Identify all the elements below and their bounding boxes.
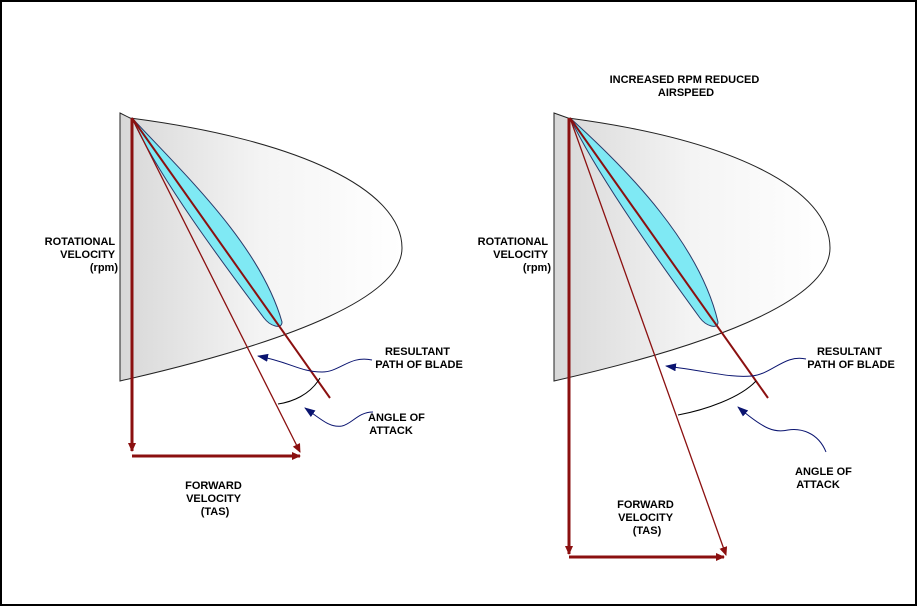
left-forward-label: FORWARD VELOCITY (TAS) xyxy=(185,480,245,518)
right-rotational-label: ROTATIONAL VELOCITY (rpm) xyxy=(478,236,552,274)
left-angle-of-attack-arc xyxy=(277,377,321,405)
left-resultant-pointer xyxy=(257,353,373,373)
right-blade-chord-line xyxy=(569,117,769,399)
right-aoa-pointer xyxy=(737,406,827,453)
left-aoa-pointer xyxy=(304,407,374,427)
left-blade-chord-line xyxy=(131,117,331,399)
right-angle-of-attack-arc xyxy=(677,380,757,416)
right-forward-label: FORWARD VELOCITY (TAS) xyxy=(617,499,677,537)
right-resultant-label: RESULTANT PATH OF BLADE xyxy=(807,346,895,371)
right-aoa-label: ANGLE OF ATTACK xyxy=(795,466,855,491)
right-resultant-vector xyxy=(569,117,728,556)
left-resultant-vector xyxy=(131,117,301,453)
right-title: INCREASED RPM REDUCED AIRSPEED xyxy=(610,74,763,99)
left-resultant-label: RESULTANT PATH OF BLADE xyxy=(375,346,463,371)
right-resultant-pointer xyxy=(665,357,807,377)
left-aoa-label: ANGLE OF ATTACK xyxy=(368,412,428,437)
left-diagram: ROTATIONAL VELOCITY (rpm) RESULTANT PATH… xyxy=(45,112,463,518)
left-rotational-label: ROTATIONAL VELOCITY (rpm) xyxy=(45,236,119,274)
right-diagram: INCREASED RPM REDUCED AIRSPEED ROTATIONA… xyxy=(478,74,895,561)
